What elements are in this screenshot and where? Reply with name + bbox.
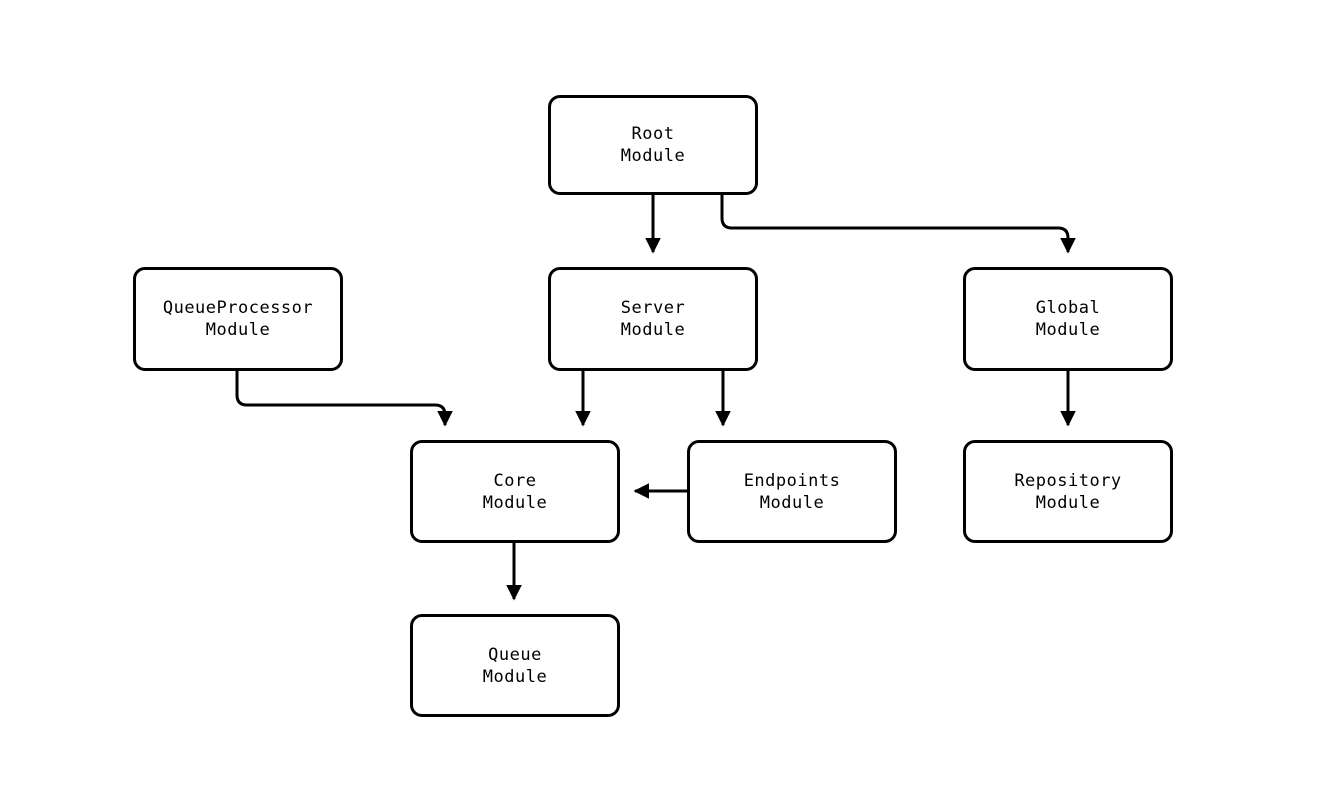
node-global[interactable]: Global Module <box>963 267 1173 371</box>
node-label-global: Global Module <box>1035 298 1101 340</box>
node-label-queueprocessor: QueueProcessor Module <box>162 298 314 340</box>
node-repository[interactable]: Repository Module <box>963 440 1173 543</box>
node-root[interactable]: Root Module <box>548 95 758 195</box>
node-label-core: Core Module <box>482 470 548 513</box>
node-label-server: Server Module <box>620 298 686 340</box>
edge-root-global <box>720 195 1076 254</box>
node-queue[interactable]: Queue Module <box>410 614 620 717</box>
node-core[interactable]: Core Module <box>410 440 620 543</box>
node-label-queue: Queue Module <box>482 644 548 687</box>
node-server[interactable]: Server Module <box>548 267 758 371</box>
node-endpoints[interactable]: Endpoints Module <box>687 440 897 543</box>
node-label-root: Root Module <box>620 124 686 166</box>
edge-queueprocessor-core <box>235 371 453 427</box>
node-label-repository: Repository Module <box>1014 470 1122 513</box>
node-queueprocessor[interactable]: QueueProcessor Module <box>133 267 343 371</box>
node-label-endpoints: Endpoints Module <box>743 470 841 513</box>
